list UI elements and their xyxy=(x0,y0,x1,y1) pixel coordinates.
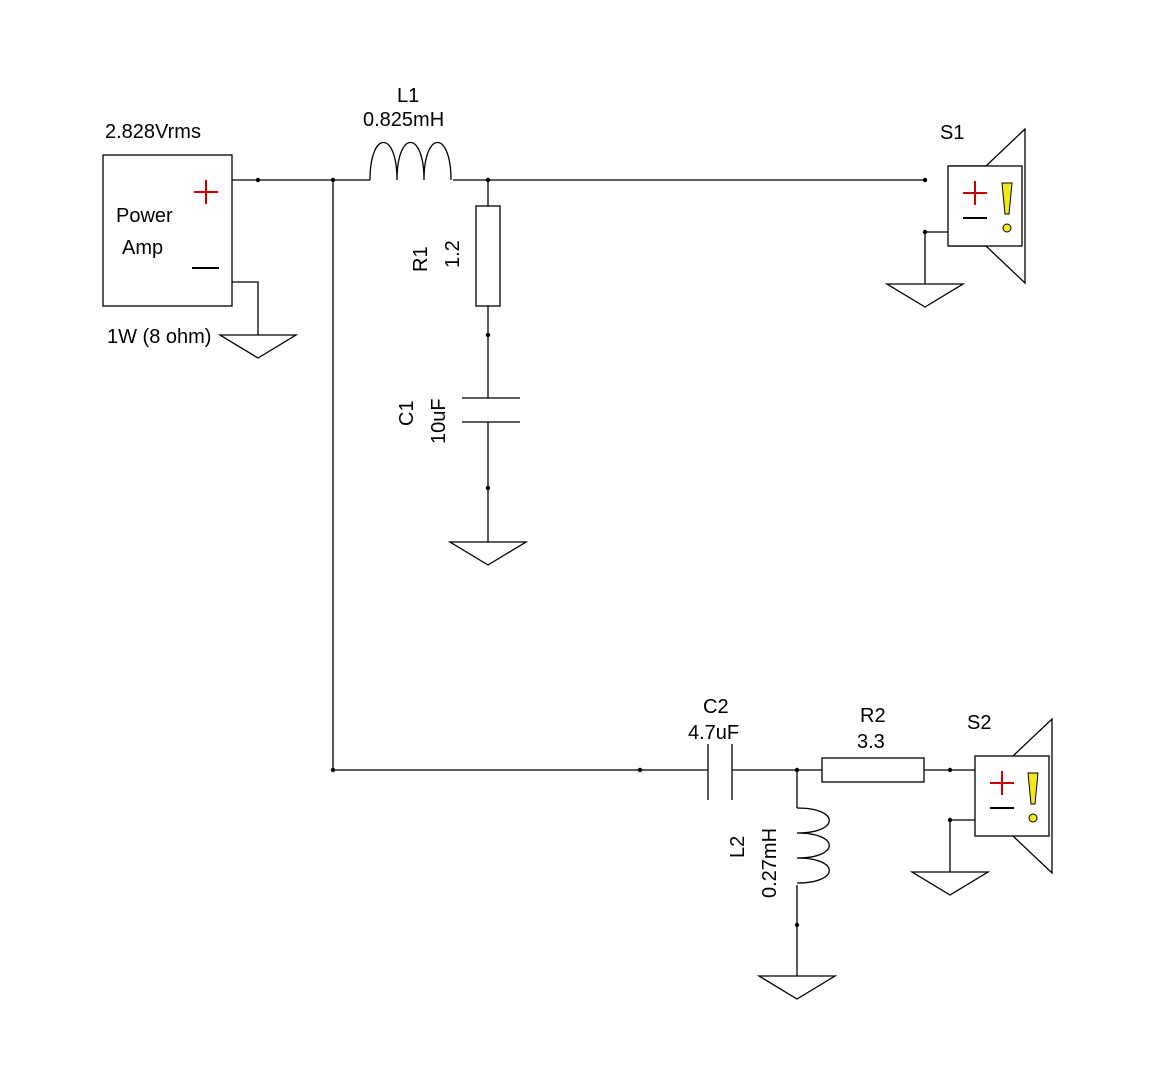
l2-name-label: L2 xyxy=(727,836,749,858)
r2-value-label: 3.3 xyxy=(857,731,885,753)
resistor-r2[interactable]: R2 3.3 xyxy=(821,705,925,783)
c2-value-label: 4.7uF xyxy=(688,722,739,744)
junction-dot xyxy=(485,485,491,491)
warning-icon xyxy=(1027,772,1039,823)
inductor-l1-coil xyxy=(369,141,452,181)
speaker-s2-plus-icon xyxy=(990,771,1014,795)
amp-rating-label: 1W (8 ohm) xyxy=(107,326,211,348)
c2-name-label: C2 xyxy=(703,696,729,718)
junction-dot xyxy=(922,229,928,235)
ground-icon xyxy=(447,541,529,566)
wire-s2-ground xyxy=(949,819,975,872)
junction-dot xyxy=(794,922,800,928)
r1-name-label: R1 xyxy=(410,246,432,272)
amp-plus-terminal-icon xyxy=(194,180,218,204)
c1-name-label: C1 xyxy=(396,400,418,426)
l1-value-label: 0.825mH xyxy=(363,109,444,131)
junction-dot xyxy=(485,332,491,338)
amp-voltage-label: 2.828Vrms xyxy=(105,121,201,143)
speaker-s2[interactable]: S2 xyxy=(967,712,1053,875)
r2-name-label: R2 xyxy=(860,705,886,727)
resistor-r1[interactable]: R1 1.2 xyxy=(410,205,501,307)
ground-s2-icon xyxy=(909,871,991,896)
power-amp-box xyxy=(102,154,233,307)
l1-name-label: L1 xyxy=(397,85,419,107)
junction-dot xyxy=(255,177,261,183)
inductor-l2[interactable]: L2 0.27mH xyxy=(727,807,830,898)
speaker-s1-terminal-box xyxy=(947,165,1023,247)
wire-s1-ground xyxy=(924,231,950,284)
resistor-r1-body xyxy=(475,205,501,307)
junction-dot xyxy=(794,767,800,773)
ground-c1-icon xyxy=(447,541,529,566)
capacitor-c1[interactable]: C1 10uF xyxy=(396,397,520,444)
s2-name-label: S2 xyxy=(967,712,991,734)
ground-icon xyxy=(884,283,966,308)
wires xyxy=(232,179,975,976)
ground-l2-icon xyxy=(756,975,838,1000)
junction-dot xyxy=(485,177,491,183)
inductor-l2-coil xyxy=(796,807,830,884)
ground-s1-icon xyxy=(884,283,966,308)
resistor-r2-body xyxy=(821,757,925,783)
s1-name-label: S1 xyxy=(940,122,964,144)
junction-dot xyxy=(947,817,953,823)
speaker-s1-plus-icon xyxy=(963,181,987,205)
speaker-s2-terminal-box xyxy=(974,755,1050,837)
c1-value-label: 10uF xyxy=(428,398,450,444)
junction-dot xyxy=(947,767,953,773)
junction-dot xyxy=(637,767,643,773)
ground-icon xyxy=(909,871,991,896)
junctions xyxy=(255,177,953,928)
capacitor-c2[interactable]: C2 4.7uF xyxy=(688,696,739,800)
warning-icon xyxy=(1001,182,1013,233)
amp-name-line2: Amp xyxy=(122,237,163,259)
ground-amp-icon xyxy=(217,334,299,359)
junction-dot xyxy=(330,177,336,183)
power-amp[interactable]: 2.828Vrms Power Amp 1W (8 ohm) xyxy=(102,121,233,348)
ground-icon xyxy=(217,334,299,359)
junction-dot xyxy=(922,177,928,183)
inductor-l1[interactable]: L1 0.825mH xyxy=(363,85,452,181)
ground-icon xyxy=(756,975,838,1000)
amp-name-line1: Power xyxy=(116,205,173,227)
junction-dot xyxy=(330,767,336,773)
wire-amp-ground xyxy=(232,281,259,335)
r1-value-label: 1.2 xyxy=(442,240,464,268)
l2-value-label: 0.27mH xyxy=(759,828,781,898)
speaker-s1[interactable]: S1 xyxy=(940,122,1026,285)
